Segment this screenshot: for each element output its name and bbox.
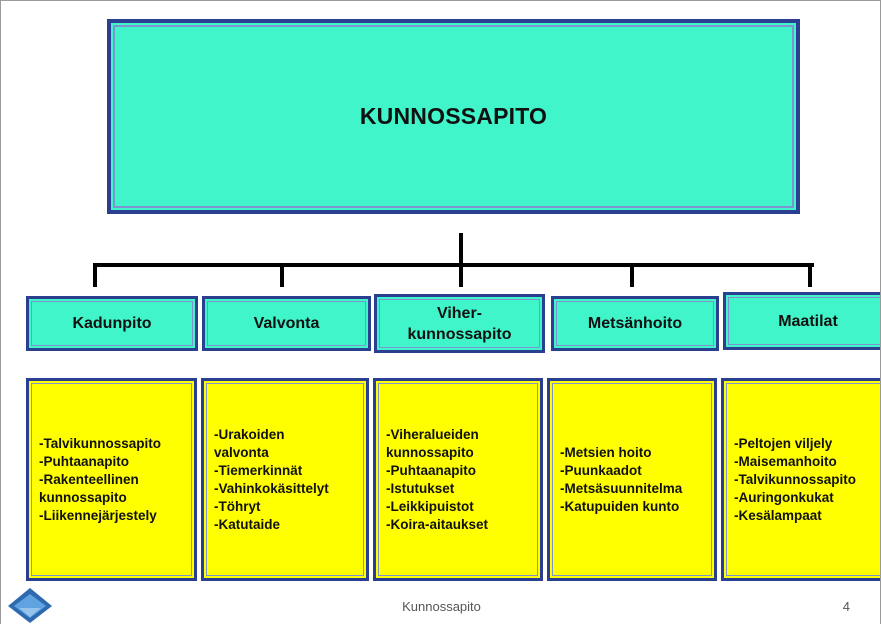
category-maatilat: Maatilat bbox=[723, 292, 880, 350]
list-item: kunnossapito bbox=[386, 444, 474, 460]
category-label-line2: kunnossapito bbox=[407, 325, 512, 343]
list-item: -Urakoiden bbox=[214, 426, 285, 442]
category-viherkunnossapito: Viher- kunnossapito bbox=[374, 294, 545, 353]
list-item: -Istutukset bbox=[386, 480, 455, 496]
list-item: -Töhryt bbox=[214, 498, 261, 514]
category-label: Kadunpito bbox=[72, 315, 152, 332]
connector-drop-5 bbox=[808, 263, 812, 287]
vantaa-logo-icon bbox=[8, 588, 52, 623]
item-list: -Urakoiden valvonta -Tiemerkinnät -Vahin… bbox=[214, 426, 329, 534]
connector-drop-3 bbox=[459, 263, 463, 287]
category-label: Metsänhoito bbox=[587, 315, 683, 332]
connector-drop-1 bbox=[93, 263, 97, 287]
connector-drop-2 bbox=[280, 263, 284, 287]
list-item: -Katupuiden kunto bbox=[560, 498, 680, 514]
footer-title: Kunnossapito bbox=[402, 599, 481, 614]
root-title: KUNNOSSAPITO bbox=[359, 103, 548, 129]
list-item: -Maisemanhoito bbox=[734, 453, 837, 469]
item-list: -Metsien hoito -Puunkaadot -Metsäsuunnit… bbox=[560, 444, 682, 516]
list-item: -Tiemerkinnät bbox=[214, 462, 303, 478]
list-item: -Puhtaanapito bbox=[386, 462, 476, 478]
list-item: -Puunkaadot bbox=[560, 462, 642, 478]
list-item: -Puhtaanapito bbox=[39, 453, 129, 469]
items-valvonta: -Urakoiden valvonta -Tiemerkinnät -Vahin… bbox=[201, 378, 369, 581]
list-item: -Katutaide bbox=[214, 516, 281, 532]
list-item: -Peltojen viljely bbox=[734, 435, 833, 451]
category-label: Maatilat bbox=[778, 312, 838, 330]
list-item: -Rakenteellinen bbox=[39, 471, 139, 487]
category-label: Valvonta bbox=[253, 315, 320, 332]
list-item: -Auringonkukat bbox=[734, 489, 834, 505]
list-item: kunnossapito bbox=[39, 489, 127, 505]
category-metsanhoito: Metsänhoito bbox=[551, 296, 719, 351]
items-viherkunnossapito: -Viheralueiden kunnossapito -Puhtaanapit… bbox=[373, 378, 543, 581]
connector-trunk bbox=[459, 233, 463, 263]
page-number: 4 bbox=[842, 599, 850, 614]
category-kadunpito: Kadunpito bbox=[26, 296, 198, 351]
connector-drop-4 bbox=[630, 263, 634, 287]
category-valvonta: Valvonta bbox=[202, 296, 371, 351]
category-label: Viher- kunnossapito bbox=[407, 303, 511, 345]
items-maatilat: -Peltojen viljely -Maisemanhoito -Talvik… bbox=[721, 378, 880, 581]
list-item: -Talvikunnossapito bbox=[39, 435, 162, 451]
list-item: -Viheralueiden bbox=[386, 426, 479, 442]
items-kadunpito: -Talvikunnossapito -Puhtaanapito -Rakent… bbox=[26, 378, 197, 581]
root-box: KUNNOSSAPITO bbox=[107, 19, 800, 214]
item-list: -Talvikunnossapito -Puhtaanapito -Rakent… bbox=[39, 435, 161, 525]
list-item: -Kesälampaat bbox=[734, 507, 822, 523]
list-item: -Leikkipuistot bbox=[386, 498, 474, 514]
connector-bar bbox=[93, 263, 814, 267]
item-list: -Peltojen viljely -Maisemanhoito -Talvik… bbox=[734, 435, 856, 525]
items-metsanhoito: -Metsien hoito -Puunkaadot -Metsäsuunnit… bbox=[547, 378, 717, 581]
list-item: -Talvikunnossapito bbox=[734, 471, 857, 487]
category-label-line1: Viher- bbox=[436, 304, 483, 322]
list-item: -Metsien hoito bbox=[560, 444, 652, 460]
item-list: -Viheralueiden kunnossapito -Puhtaanapit… bbox=[386, 426, 488, 534]
list-item: -Vahinkokäsittelyt bbox=[214, 480, 329, 496]
list-item: -Koira-aitaukset bbox=[386, 516, 489, 532]
list-item: -Metsäsuunnitelma bbox=[560, 480, 683, 496]
list-item: valvonta bbox=[214, 444, 269, 460]
list-item: -Liikennejärjestely bbox=[39, 507, 157, 523]
